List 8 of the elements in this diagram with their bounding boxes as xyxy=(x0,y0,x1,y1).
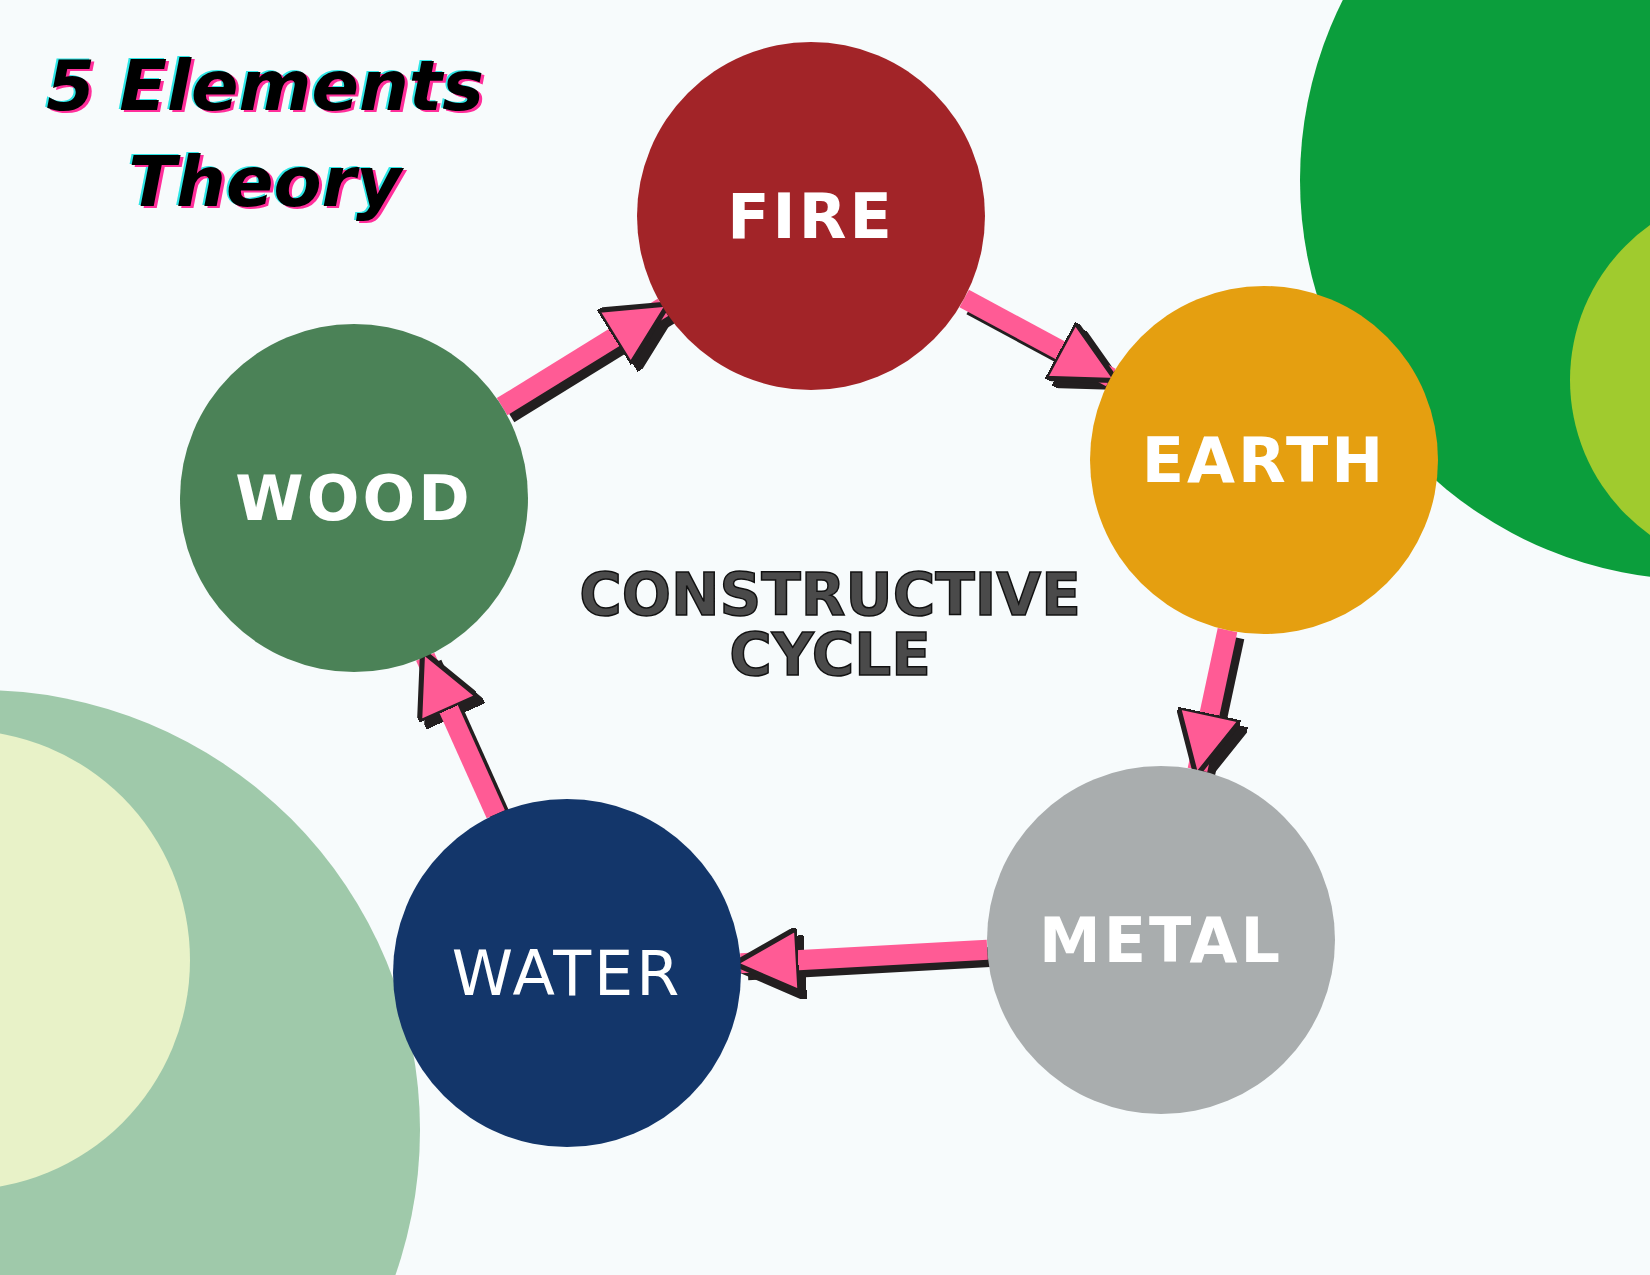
element-label: FIRE xyxy=(727,179,895,253)
arrow xyxy=(496,298,671,416)
element-label: METAL xyxy=(1039,903,1283,977)
title: 5 Elements Theory xyxy=(45,44,485,225)
center-label: CONSTRUCTIVE CYCLE xyxy=(578,565,1082,685)
element-label: WATER xyxy=(451,936,683,1010)
element-label: WOOD xyxy=(235,461,473,535)
element-label: EARTH xyxy=(1141,423,1387,497)
